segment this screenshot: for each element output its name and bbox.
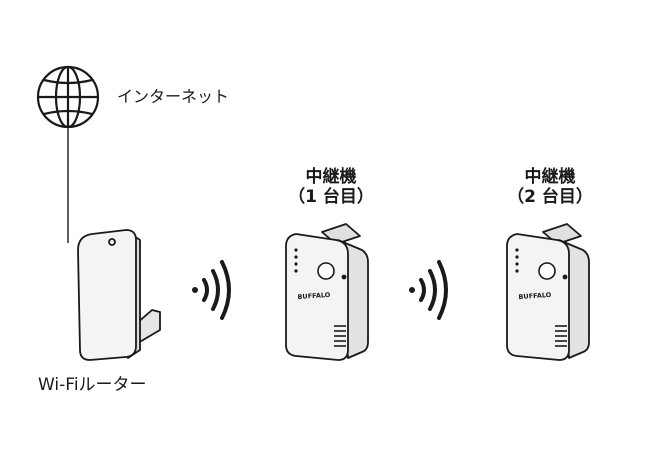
repeater-1-subtitle: （1 台目） — [288, 186, 374, 207]
wifi-signal-icon — [192, 260, 231, 320]
router-label: Wi-Fiルーター — [38, 375, 147, 395]
repeater-2-title: 中継機 — [524, 167, 576, 187]
repeater-2-subtitle: （2 台目） — [507, 186, 593, 207]
repeater-2-label: 中継機 （2 台目） — [505, 167, 595, 207]
repeater-icon — [506, 223, 590, 361]
brand-logo: BUFFALO — [518, 291, 552, 301]
wifi-signal-icon — [409, 260, 448, 320]
router-icon — [77, 229, 161, 361]
repeater-icon — [285, 223, 369, 361]
repeater-1-title: 中継機 — [305, 167, 357, 187]
globe-icon — [36, 65, 100, 129]
brand-logo: BUFFALO — [297, 291, 331, 301]
internet-label: インターネット — [117, 87, 230, 106]
repeater-1-label: 中継機 （1 台目） — [286, 167, 376, 207]
